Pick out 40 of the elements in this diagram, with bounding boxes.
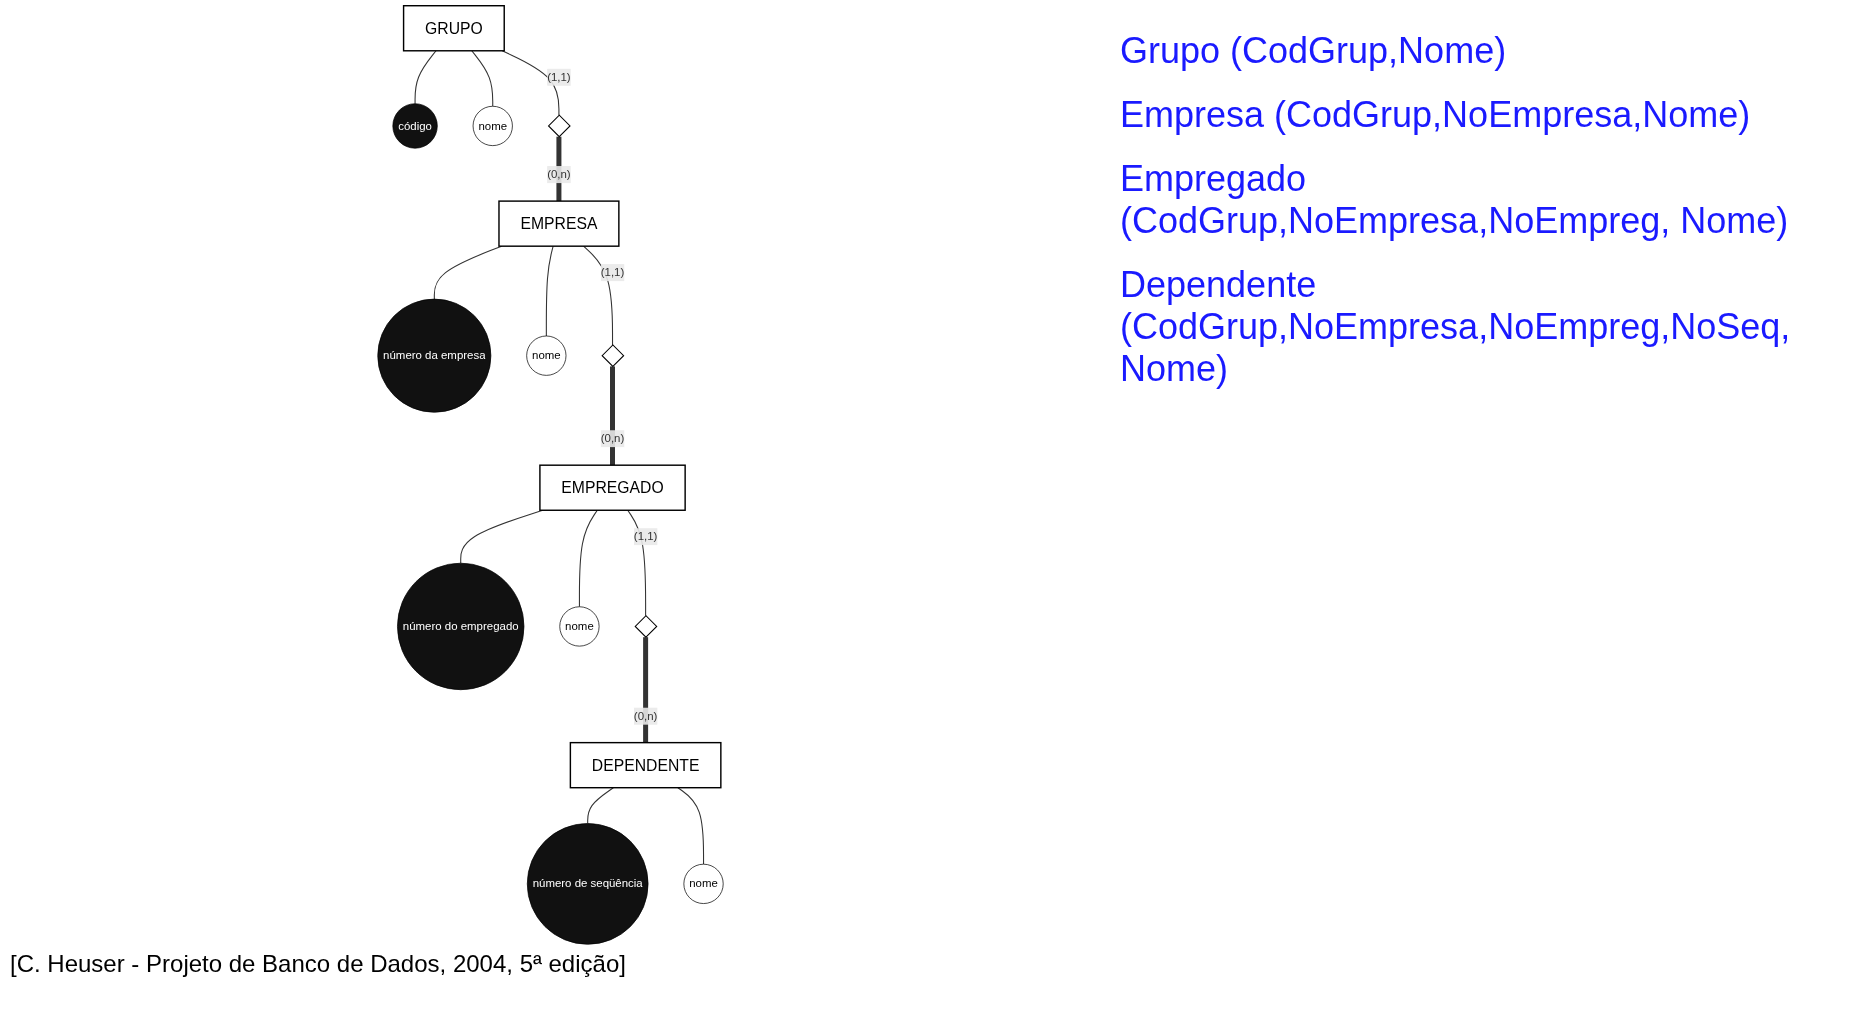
node-circle: número da empresa xyxy=(376,298,491,413)
connector xyxy=(433,245,502,300)
node-diamond xyxy=(600,344,624,368)
caption: [C. Heuser - Projeto de Banco de Dados, 2004, 5ª edição] xyxy=(10,950,626,977)
edge-label: (0,n) xyxy=(633,709,657,722)
node-circle: número do empregado xyxy=(396,562,524,691)
connector xyxy=(626,509,646,617)
node-circle: número de seqüência xyxy=(526,823,648,945)
node-circle: nome xyxy=(525,335,566,376)
edge-label: (1,1) xyxy=(600,266,624,279)
edge-label: (0,n) xyxy=(546,168,571,181)
edge-label: (1,1) xyxy=(633,530,657,543)
connector xyxy=(578,509,598,608)
connector xyxy=(545,245,554,337)
node-box: EMPRESA xyxy=(497,200,620,247)
node-circle: nome xyxy=(558,606,599,647)
node-box: DEPENDENTE xyxy=(569,741,722,789)
schema-text: Grupo (CodGrup,Nome) xyxy=(1120,30,1508,72)
node-circle: nome xyxy=(472,105,513,146)
connector xyxy=(609,366,615,466)
schema-text: Dependente (CodGrup,NoEmpresa,NoEmpreg,NoSeq, Nome) xyxy=(1120,264,1792,390)
node-box: GRUPO xyxy=(402,5,505,52)
schema-text: Empresa (CodGrup,NoEmpresa,Nome) xyxy=(1120,94,1752,136)
node-diamond xyxy=(634,614,657,638)
connector xyxy=(470,50,493,107)
connector xyxy=(555,136,561,202)
node-circle: nome xyxy=(683,863,724,904)
node-circle: código xyxy=(392,103,438,149)
connector xyxy=(414,50,437,105)
connector xyxy=(501,50,559,116)
node-diamond xyxy=(547,114,571,138)
connector xyxy=(459,509,543,564)
edge-label: (0,n) xyxy=(600,432,624,445)
node-box: EMPREGADO xyxy=(538,464,686,511)
schema-text: Empregado (CodGrup,NoEmpresa,NoEmpreg, Nome) xyxy=(1120,158,1790,242)
connector xyxy=(676,787,704,865)
connector xyxy=(582,245,613,346)
connector xyxy=(642,637,648,743)
connector xyxy=(586,787,614,824)
edge-label: (1,1) xyxy=(546,70,571,83)
